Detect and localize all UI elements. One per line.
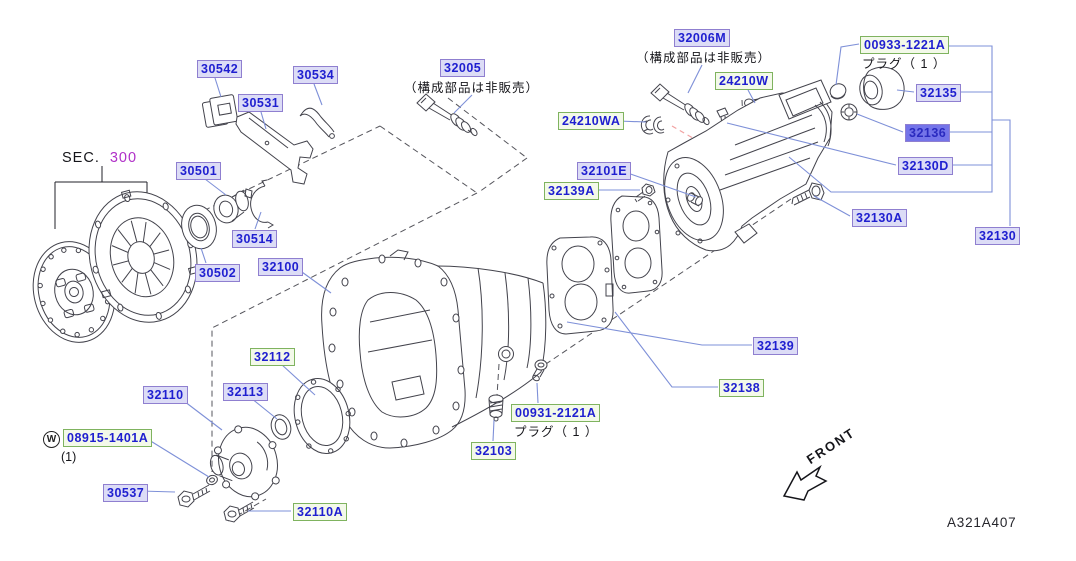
section-prefix: SEC. xyxy=(62,150,100,166)
bearing-30502-drawing xyxy=(181,204,217,250)
clutch-cover-drawing xyxy=(88,189,199,323)
note-qty-08915: (1) xyxy=(61,450,77,464)
part-label-30501[interactable]: 30501 xyxy=(176,162,222,180)
snap-ring-30514-drawing xyxy=(250,179,274,229)
release-fork-30531-drawing xyxy=(235,111,314,185)
part-label-00933-1221A[interactable]: 00933-1221A xyxy=(860,36,950,54)
front-arrow-icon xyxy=(782,464,828,501)
sensor-32006M-drawing xyxy=(650,83,710,126)
part-label-32130A[interactable]: 32130A xyxy=(852,209,907,227)
group-bracket-lines xyxy=(788,45,1011,226)
part-label-30537[interactable]: 30537 xyxy=(103,484,149,502)
rod-30534-drawing xyxy=(299,107,335,139)
ring-32136-drawing xyxy=(840,103,858,121)
part-label-30514[interactable]: 30514 xyxy=(232,230,278,248)
seal-32113-drawing xyxy=(270,414,292,440)
part-label-30502[interactable]: 30502 xyxy=(195,264,241,282)
leader-lines xyxy=(139,43,915,512)
part-label-32005[interactable]: 32005 xyxy=(440,59,486,77)
part-label-30542[interactable]: 30542 xyxy=(197,60,243,78)
part-label-32130[interactable]: 32130 xyxy=(975,227,1021,245)
bushing-32135-drawing xyxy=(859,66,905,110)
bolt-30537-drawing xyxy=(177,474,218,508)
gasket-32112-drawing xyxy=(293,378,351,454)
front-cover-32110-drawing xyxy=(209,425,280,501)
plug-00931-drawing xyxy=(532,359,548,382)
section-callout: SEC. 300 xyxy=(62,150,137,166)
part-label-32006M[interactable]: 32006M xyxy=(674,29,731,47)
part-label-32101E[interactable]: 32101E xyxy=(577,162,632,180)
part-label-30531[interactable]: 30531 xyxy=(238,94,284,112)
note-not-sold-32005: （構成部品は非販売） xyxy=(404,81,540,95)
part-label-32100[interactable]: 32100 xyxy=(258,258,304,276)
main-case-32100-drawing xyxy=(321,249,547,449)
part-label-32113[interactable]: 32113 xyxy=(223,383,268,401)
part-label-32110[interactable]: 32110 xyxy=(143,386,188,404)
part-label-32139[interactable]: 32139 xyxy=(753,337,799,355)
sensor-32005-drawing xyxy=(416,93,478,137)
note-plug-00931: プラグ（ 1 ） xyxy=(514,425,599,439)
note-plug-00933: プラグ（ 1 ） xyxy=(862,57,947,71)
part-label-24210W[interactable]: 24210W xyxy=(715,72,773,90)
part-label-24210WA[interactable]: 24210WA xyxy=(558,112,625,130)
part-label-08915-1401A[interactable]: 08915-1401A xyxy=(63,429,153,447)
adapter-plate-32139-drawing xyxy=(546,236,614,335)
clip-24210WA-drawing xyxy=(640,115,665,135)
gasket-32138-drawing xyxy=(610,195,663,294)
part-label-32130D[interactable]: 32130D xyxy=(898,157,953,175)
sec-bracket-lines xyxy=(54,166,148,229)
section-number: 300 xyxy=(109,150,138,166)
bolt-32139A-drawing xyxy=(634,183,656,203)
part-label-32135[interactable]: 32135 xyxy=(916,84,962,102)
note-not-sold-32006M: （構成部品は非販売） xyxy=(636,51,772,65)
bolt-32110A-drawing xyxy=(223,501,255,523)
part-label-00931-2121A[interactable]: 00931-2121A xyxy=(511,404,601,422)
part-label-32139A[interactable]: 32139A xyxy=(544,182,599,200)
part-label-32136-selected[interactable]: 32136 xyxy=(905,124,951,142)
part-label-32110A[interactable]: 32110A xyxy=(293,503,348,521)
part-label-32103[interactable]: 32103 xyxy=(471,442,517,460)
release-bearing-30501-drawing xyxy=(213,188,253,224)
part-label-32112[interactable]: 32112 xyxy=(250,348,295,366)
rear-case-drawing xyxy=(663,79,833,252)
drawing-code: A321A407 xyxy=(947,515,1017,530)
plug-00933-drawing xyxy=(829,83,847,100)
pad-30542-drawing xyxy=(201,94,239,128)
part-label-30534[interactable]: 30534 xyxy=(293,66,339,84)
spring-32103-drawing xyxy=(488,394,504,422)
washer-symbol: W xyxy=(43,431,60,448)
part-label-32138[interactable]: 32138 xyxy=(719,379,765,397)
